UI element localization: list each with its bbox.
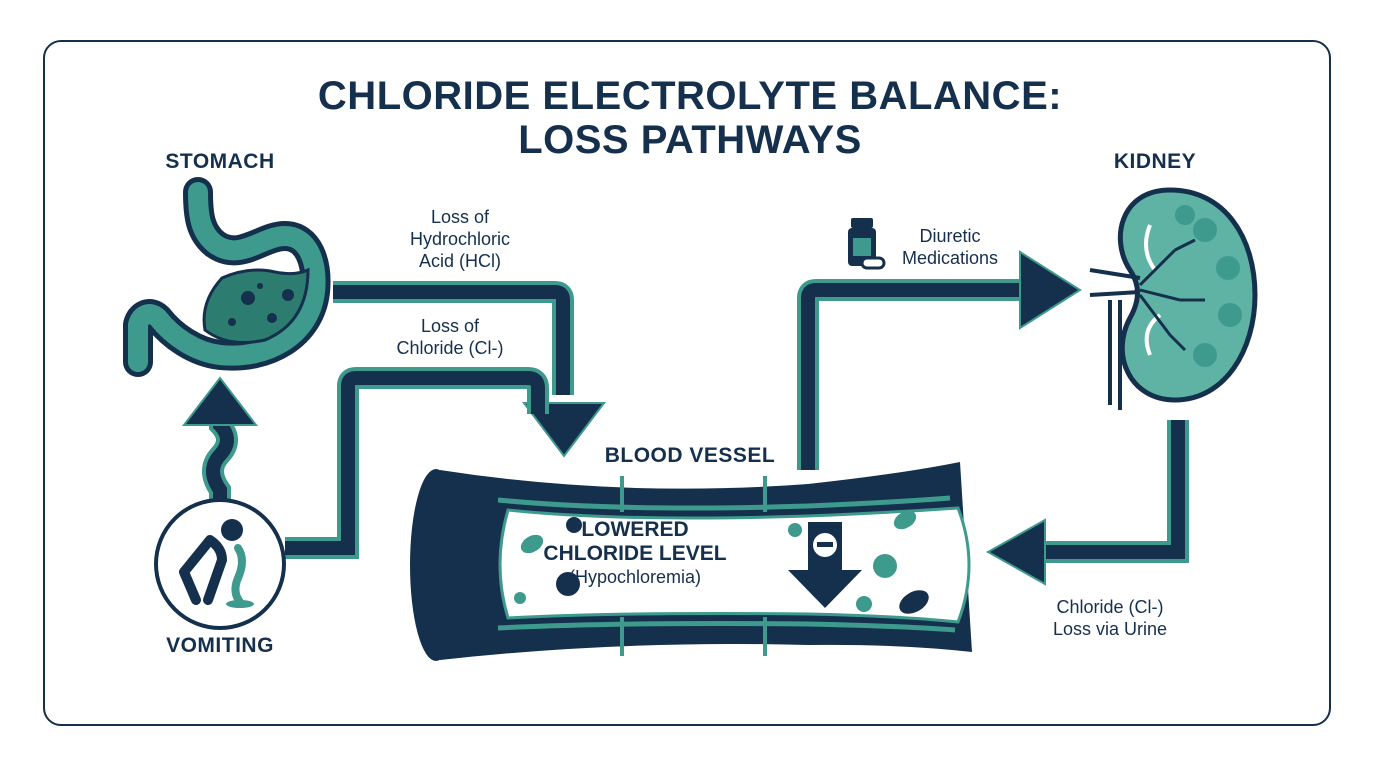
hcl-loss-line-2: Hydrochloric — [409, 229, 511, 249]
diagram-title: CHLORIDE ELECTROLYTE BALANCE: LOSS PATHW… — [290, 74, 1090, 162]
hcl-loss-label: Loss of Hydrochloric Acid (HCl) — [360, 206, 560, 272]
vomiting-label: VOMITING — [166, 634, 274, 657]
urine-loss-label: Chloride (Cl-) Loss via Urine — [1020, 596, 1200, 640]
hcl-loss-line-1: Loss of — [430, 207, 490, 227]
vessel-status-line-2: CHLORIDE LEVEL — [543, 542, 727, 565]
diuretic-label: Diuretic Medications — [880, 225, 1020, 269]
title-line-1: CHLORIDE ELECTROLYTE BALANCE: — [317, 74, 1063, 118]
title-line-2: LOSS PATHWAYS — [518, 118, 862, 162]
hcl-loss-line-3: Acid (HCl) — [418, 251, 501, 271]
chloride-loss-line-2: Chloride (Cl-) — [396, 338, 504, 358]
vomiting-icon — [154, 498, 286, 630]
vomiting-to-stomach-arrow — [181, 376, 259, 518]
kidney-label: KIDNEY — [1113, 150, 1197, 173]
chloride-loss-line-1: Loss of — [420, 316, 480, 336]
minus-arrow-icon — [788, 522, 862, 608]
hcl-loss-pathway — [333, 281, 607, 458]
diuretic-pathway — [797, 250, 1082, 470]
diuretic-line-2: Medications — [901, 248, 999, 268]
urine-loss-pathway — [985, 420, 1189, 586]
urine-loss-line-2: Loss via Urine — [1052, 619, 1168, 639]
pill-bottle-icon — [848, 218, 886, 270]
vessel-status-subtitle: (Hypochloremia) — [568, 567, 702, 587]
vessel-status-line-1: LOWERED — [581, 518, 689, 541]
chloride-loss-pathway — [285, 367, 549, 559]
urine-loss-line-1: Chloride (Cl-) — [1056, 597, 1164, 617]
vessel-status-heading: LOWERED CHLORIDE LEVEL — [525, 518, 745, 566]
blood-vessel — [410, 462, 972, 661]
stomach-icon — [123, 177, 331, 377]
blood-vessel-label: BLOOD VESSEL — [604, 444, 776, 467]
diuretic-line-1: Diuretic — [919, 226, 981, 246]
diagram-frame — [43, 40, 1331, 726]
stomach-label: STOMACH — [165, 150, 275, 173]
kidney-icon — [1089, 187, 1258, 410]
chloride-loss-label: Loss of Chloride (Cl-) — [350, 315, 550, 359]
